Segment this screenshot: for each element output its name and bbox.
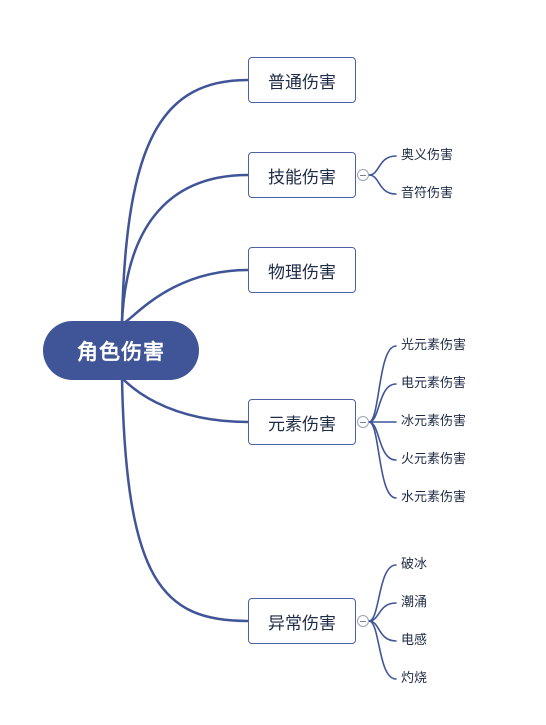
- link-abnormal: [120, 376, 250, 623]
- link-elemental: [120, 376, 250, 424]
- link-elemental-leaf-4: [368, 421, 397, 499]
- branch-normal-damage[interactable]: 普通伤害: [248, 57, 356, 103]
- link-normal: [120, 78, 250, 324]
- collapse-toggle-skill[interactable]: [357, 169, 369, 181]
- root-node[interactable]: 角色伤害: [43, 321, 199, 380]
- leaf-ultimate-damage[interactable]: 奥义伤害: [401, 148, 454, 163]
- leaf-ice-element-damage[interactable]: 冰元素伤害: [401, 414, 467, 429]
- leaf-water-element-damage[interactable]: 水元素伤害: [401, 490, 467, 505]
- link-abnormal-leaf-0: [368, 564, 397, 622]
- leaf-electro-sense[interactable]: 电感: [401, 633, 428, 648]
- link-elemental-leaf-0: [368, 345, 397, 423]
- leaf-fire-element-damage[interactable]: 火元素伤害: [401, 452, 467, 467]
- leaf-surge[interactable]: 潮涌: [401, 595, 428, 610]
- collapse-toggle-abnormal[interactable]: [357, 615, 369, 627]
- link-abnormal-leaf-1: [368, 602, 397, 622]
- branch-elemental-damage[interactable]: 元素伤害: [248, 399, 356, 445]
- link-skill-leaf-1: [368, 174, 397, 195]
- branch-abnormal-damage[interactable]: 异常伤害: [248, 598, 356, 644]
- link-physical: [120, 268, 250, 324]
- branch-physical-damage[interactable]: 物理伤害: [248, 247, 356, 293]
- leaf-light-element-damage[interactable]: 光元素伤害: [401, 338, 467, 353]
- branch-skill-damage[interactable]: 技能伤害: [248, 152, 356, 198]
- link-skill: [120, 173, 250, 324]
- leaf-break-ice[interactable]: 破冰: [401, 557, 428, 572]
- leaf-electric-element-damage[interactable]: 电元素伤害: [401, 376, 467, 391]
- collapse-toggle-elemental[interactable]: [357, 416, 369, 428]
- leaf-note-damage[interactable]: 音符伤害: [401, 186, 454, 201]
- link-elemental-leaf-1: [368, 383, 397, 423]
- link-abnormal-leaf-3: [368, 620, 397, 680]
- leaf-burn[interactable]: 灼烧: [401, 671, 428, 686]
- link-skill-leaf-0: [368, 155, 397, 176]
